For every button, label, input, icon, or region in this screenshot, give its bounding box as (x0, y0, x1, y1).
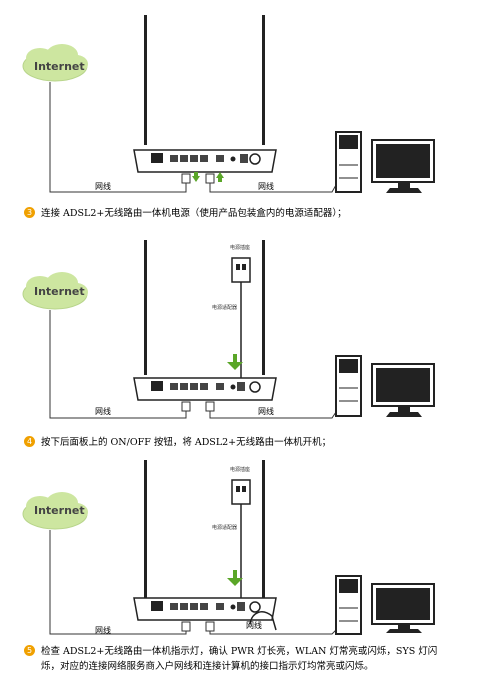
cable-label-wan: 网线 (95, 626, 111, 635)
step-text-continued: 烁，对应的连接网络服务商入户网线和连接计算机的接口指示灯均常亮或闪烁。 (41, 660, 374, 672)
step-3-instruction: 3 连接 ADSL2+无线路由一体机电源（使用产品包装盒内的电源适配器）； (24, 207, 347, 222)
computer-tower-icon (335, 575, 362, 635)
router-power-illustration (22, 240, 435, 419)
computer-tower-icon (335, 131, 362, 193)
monitor-icon (371, 139, 435, 193)
diagram-step-2: Internet 网线 网线 (0, 0, 478, 200)
computer-tower-icon (335, 355, 362, 417)
cable-label-wan: 网线 (95, 182, 111, 191)
step-4-instruction: 4 按下后面板上的 ON/OFF 按钮，将 ADSL2+无线路由一体机开机； (24, 436, 331, 451)
step-text: 检查 ADSL2+无线路由一体机指示灯，确认 PWR 灯长亮，WLAN 灯常亮或… (41, 646, 438, 657)
antenna-right-icon (262, 15, 265, 145)
internet-cloud-icon (22, 492, 88, 530)
cloud-label: Internet (34, 504, 85, 517)
step-text: 按下后面板上的 ON/OFF 按钮，将 ADSL2+无线路由一体机开机； (41, 437, 332, 448)
step-number-badge: 5 (24, 645, 35, 656)
router-poweron-illustration (22, 460, 435, 635)
step-number-badge: 3 (24, 207, 35, 218)
cable-label-wan: 网线 (95, 407, 111, 416)
router-icon (133, 377, 277, 401)
router-icon (133, 149, 277, 173)
step-text: 连接 ADSL2+无线路由一体机电源（使用产品包装盒内的电源适配器）； (41, 208, 347, 219)
step-5-instruction: 5 检查 ADSL2+无线路由一体机指示灯，确认 PWR 灯长亮，WLAN 灯常亮… (24, 645, 437, 674)
router-icon (133, 597, 277, 621)
power-adapter-icon (231, 257, 251, 378)
power-adapter-label: 电源适配器 (212, 305, 238, 311)
power-outlet-label: 电源插座 (230, 467, 251, 473)
monitor-icon (371, 363, 435, 417)
internet-cloud-icon (22, 272, 88, 310)
internet-cloud-icon (22, 44, 88, 82)
cable-label-lan: 网线 (258, 182, 274, 191)
monitor-icon (371, 583, 435, 633)
antenna-left-icon (144, 15, 147, 145)
cable-label-lan: 网线 (246, 621, 262, 630)
cable-label-lan: 网线 (258, 407, 274, 416)
power-adapter-icon (231, 479, 251, 600)
diagram-step-3: Internet 电源插座 电源适配器 网线 网线 (0, 228, 478, 428)
cloud-label: Internet (34, 285, 85, 298)
power-outlet-label: 电源插座 (230, 245, 251, 251)
step-number-badge: 4 (24, 436, 35, 447)
cloud-label: Internet (34, 60, 85, 73)
power-adapter-label: 电源适配器 (212, 525, 238, 531)
finger-icon (249, 611, 277, 631)
diagram-step-4: Internet 电源插座 电源适配器 网线 网线 (0, 448, 478, 638)
router-connection-illustration (22, 15, 435, 193)
